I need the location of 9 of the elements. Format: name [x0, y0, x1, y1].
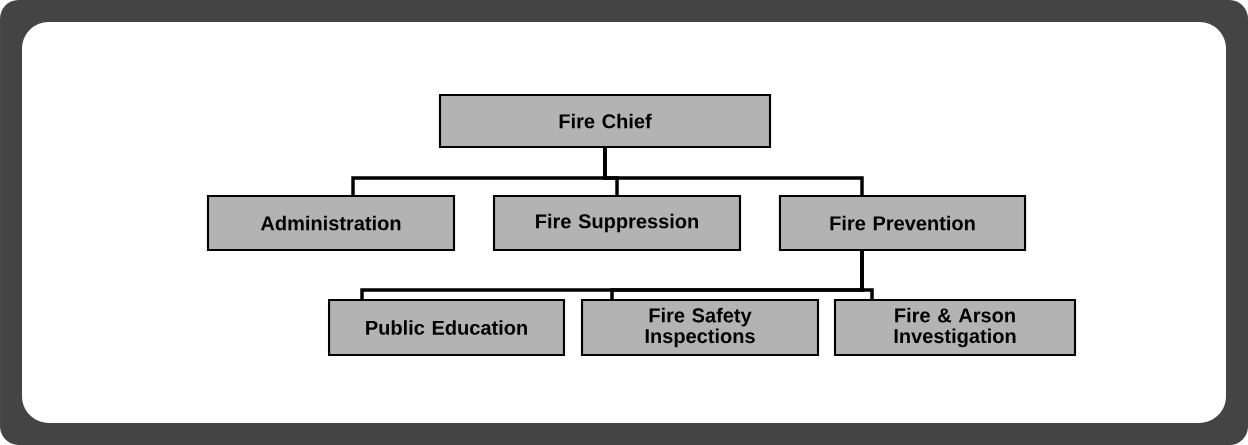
org-box: Fire Safety Inspections	[580, 298, 820, 357]
connector-line	[603, 146, 864, 197]
org-box: Fire Prevention	[778, 194, 1027, 252]
org-box: Fire & Arson Investigation	[833, 298, 1077, 357]
org-box: Fire Chief	[438, 93, 772, 149]
connector-line	[860, 249, 874, 301]
org-box: Fire Suppression	[492, 194, 742, 252]
org-box: Administration	[206, 194, 456, 252]
org-box: Public Education	[328, 298, 566, 357]
